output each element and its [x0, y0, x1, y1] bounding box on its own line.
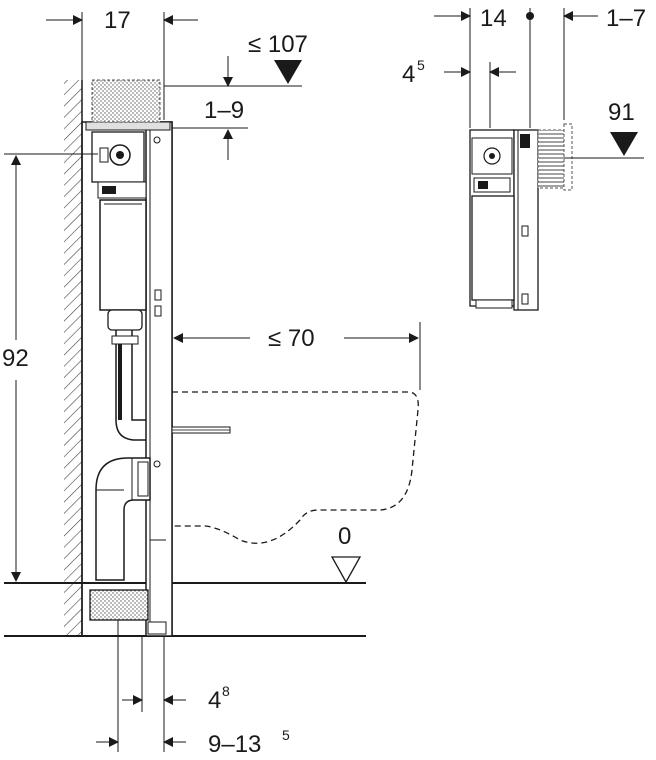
frame-depth-label: 17 [104, 7, 131, 34]
wc-bowl-outline [172, 391, 419, 544]
height-mark-label: 91 [608, 99, 635, 126]
front-plate-outline [563, 123, 573, 191]
top-adjust-label: 1–9 [204, 97, 244, 124]
dim-bottom-small: 4 8 [117, 620, 230, 752]
dim-top-above-frame: ≤ 107 [164, 31, 308, 87]
dim-bottom-range: 9–13 5 [96, 727, 290, 758]
dim-width: 14 1–7 [434, 5, 646, 128]
front-view: 14 1–7 4 5 91 [402, 5, 646, 311]
left-offset-label: 4 [402, 61, 415, 88]
bowl-projection-label: ≤ 70 [268, 325, 315, 352]
floor-level-marker: 0 [330, 523, 362, 584]
flush-plate-zone [91, 79, 161, 123]
bottom-range-label: 9–13 [208, 731, 261, 758]
floor-drain [89, 589, 149, 621]
side-view: 17 ≤ 107 1–9 92 ≤ 70 [2, 7, 421, 758]
flush-pipe [111, 330, 146, 441]
front-frame [469, 129, 539, 311]
left-offset-sup: 5 [417, 57, 425, 73]
dim-height-mark: 91 [564, 99, 644, 159]
floor-level-label: 0 [338, 523, 351, 550]
top-above-frame-label: ≤ 107 [248, 31, 308, 58]
cistern [91, 131, 147, 331]
dim-frame-depth: 17 [46, 7, 198, 120]
installation-frame [81, 121, 173, 637]
bottom-range-sup: 5 [282, 727, 290, 743]
width-label: 14 [480, 5, 507, 32]
wc-bolt [171, 426, 231, 434]
dim-left-offset: 4 5 [402, 57, 516, 128]
bottom-small-label: 4 [208, 687, 221, 714]
waste-elbow [95, 457, 151, 581]
wall [64, 80, 83, 636]
front-flush-zone [537, 129, 565, 189]
height-label: 92 [2, 345, 29, 372]
bottom-small-sup: 8 [222, 683, 230, 699]
dim-height: 92 [2, 153, 98, 582]
right-adjust-label: 1–7 [606, 5, 646, 32]
dim-bowl-projection: ≤ 70 [171, 322, 421, 390]
dim-top-adjust: 1–9 [172, 97, 248, 160]
